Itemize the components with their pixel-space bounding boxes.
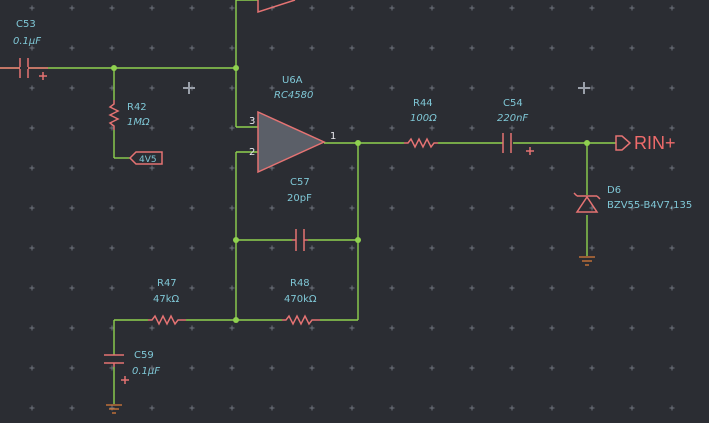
net-label-4v5-text: 4V5 <box>139 155 157 165</box>
port-rin-plus[interactable] <box>615 135 632 151</box>
diode-d6[interactable] <box>573 192 601 213</box>
pin-2-label: 2 <box>249 147 255 158</box>
r47-value: 47kΩ <box>153 294 180 305</box>
r48-ref: R48 <box>290 278 310 289</box>
resistor-r42[interactable] <box>108 100 120 130</box>
origin-markers <box>183 82 590 94</box>
c57-ref: C57 <box>290 177 310 188</box>
resistor-r47[interactable] <box>148 314 186 326</box>
resistor-r48[interactable] <box>282 314 320 326</box>
d6-value: BZV55-B4V7,135 <box>607 200 692 211</box>
r47-ref: R47 <box>157 278 177 289</box>
wires <box>0 0 616 404</box>
capacitor-c53[interactable] <box>0 58 48 80</box>
r44-value: 100Ω <box>410 113 437 124</box>
r42-ref: R42 <box>127 102 147 113</box>
c57-value: 20pF <box>287 193 312 204</box>
r44-ref: R44 <box>413 98 433 109</box>
c54-ref: C54 <box>503 98 523 109</box>
r48-value: 470kΩ <box>284 294 317 305</box>
u6a-value: RC4580 <box>274 90 313 101</box>
ground-symbol-d6 <box>579 256 595 266</box>
c59-value: 0.1µF <box>132 366 160 377</box>
u6a-ref: U6A <box>282 75 303 86</box>
c54-value: 220nF <box>497 113 528 124</box>
capacitor-c59[interactable] <box>104 354 129 384</box>
capacitor-c54[interactable] <box>502 133 534 155</box>
net-label-4v5[interactable] <box>128 151 163 165</box>
pin-3-label: 3 <box>249 116 255 127</box>
capacitor-c57[interactable] <box>292 229 308 251</box>
d6-ref: D6 <box>607 185 621 196</box>
port-rin-plus-text: RIN+ <box>634 133 676 153</box>
r42-value: 1MΩ <box>127 117 150 128</box>
resistor-r44[interactable] <box>404 137 438 149</box>
c53-ref: C53 <box>16 19 36 30</box>
c53-value: 0.1µF <box>13 36 41 47</box>
c59-ref: C59 <box>134 350 154 361</box>
junction-dots <box>111 65 590 323</box>
pin-1-label: 1 <box>330 131 336 142</box>
grid-points <box>29 5 675 411</box>
ground-symbol-c59 <box>106 404 122 414</box>
opamp-u6a[interactable] <box>257 0 326 174</box>
